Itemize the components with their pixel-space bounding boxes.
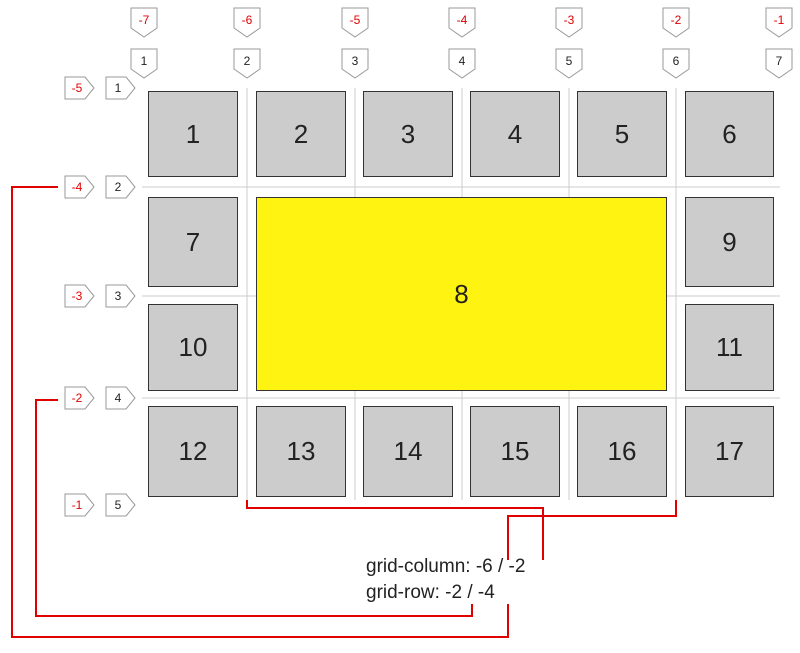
grid-item-highlighted: 8 [256,197,667,391]
grid-item: 7 [148,197,238,287]
column-line-negative-marker: -1 [765,7,793,38]
row-line-negative-marker: -4 [64,175,95,199]
grid-item: 14 [363,406,453,497]
row-line-negative-marker: -3 [64,284,95,308]
grid-item: 1 [148,91,238,177]
row-start-bracket [35,399,473,617]
column-line-positive-marker: 6 [662,48,690,79]
grid-column-code: grid-column: -6 / -2 [366,556,526,577]
grid-item: 11 [685,304,774,391]
column-line-negative-marker: -7 [130,7,158,38]
column-line-positive-marker: 3 [341,48,369,79]
row-line-positive-marker: 5 [105,493,136,517]
row-line-positive-marker: 1 [105,76,136,100]
grid-item: 4 [470,91,560,177]
column-line-positive-marker: 2 [233,48,261,79]
grid-item: 6 [685,91,774,177]
column-line-negative-marker: -5 [341,7,369,38]
column-line-negative-marker: -3 [555,7,583,38]
grid-item: 10 [148,304,238,391]
column-end-bracket [507,500,677,560]
grid-item: 12 [148,406,238,497]
column-line-positive-marker: 1 [130,48,158,79]
column-line-positive-marker: 7 [765,48,793,79]
column-line-negative-marker: -6 [233,7,261,38]
column-line-negative-marker: -4 [448,7,476,38]
row-line-negative-marker: -2 [64,386,95,410]
column-start-bracket [246,500,544,560]
grid-item: 16 [577,406,667,497]
grid-item: 5 [577,91,667,177]
grid-item: 2 [256,91,346,177]
row-line-negative-marker: -1 [64,493,95,517]
row-line-negative-marker: -5 [64,76,95,100]
column-line-negative-marker: -2 [662,7,690,38]
grid-item: 17 [685,406,774,497]
grid-row-code: grid-row: -2 / -4 [366,582,495,603]
grid-item: 9 [685,197,774,287]
row-line-positive-marker: 3 [105,284,136,308]
row-line-positive-marker: 2 [105,175,136,199]
row-end-bracket [11,186,509,638]
row-line-positive-marker: 4 [105,386,136,410]
grid-item: 13 [256,406,346,497]
grid-item: 15 [470,406,560,497]
column-line-positive-marker: 4 [448,48,476,79]
column-line-positive-marker: 5 [555,48,583,79]
grid-item: 3 [363,91,453,177]
